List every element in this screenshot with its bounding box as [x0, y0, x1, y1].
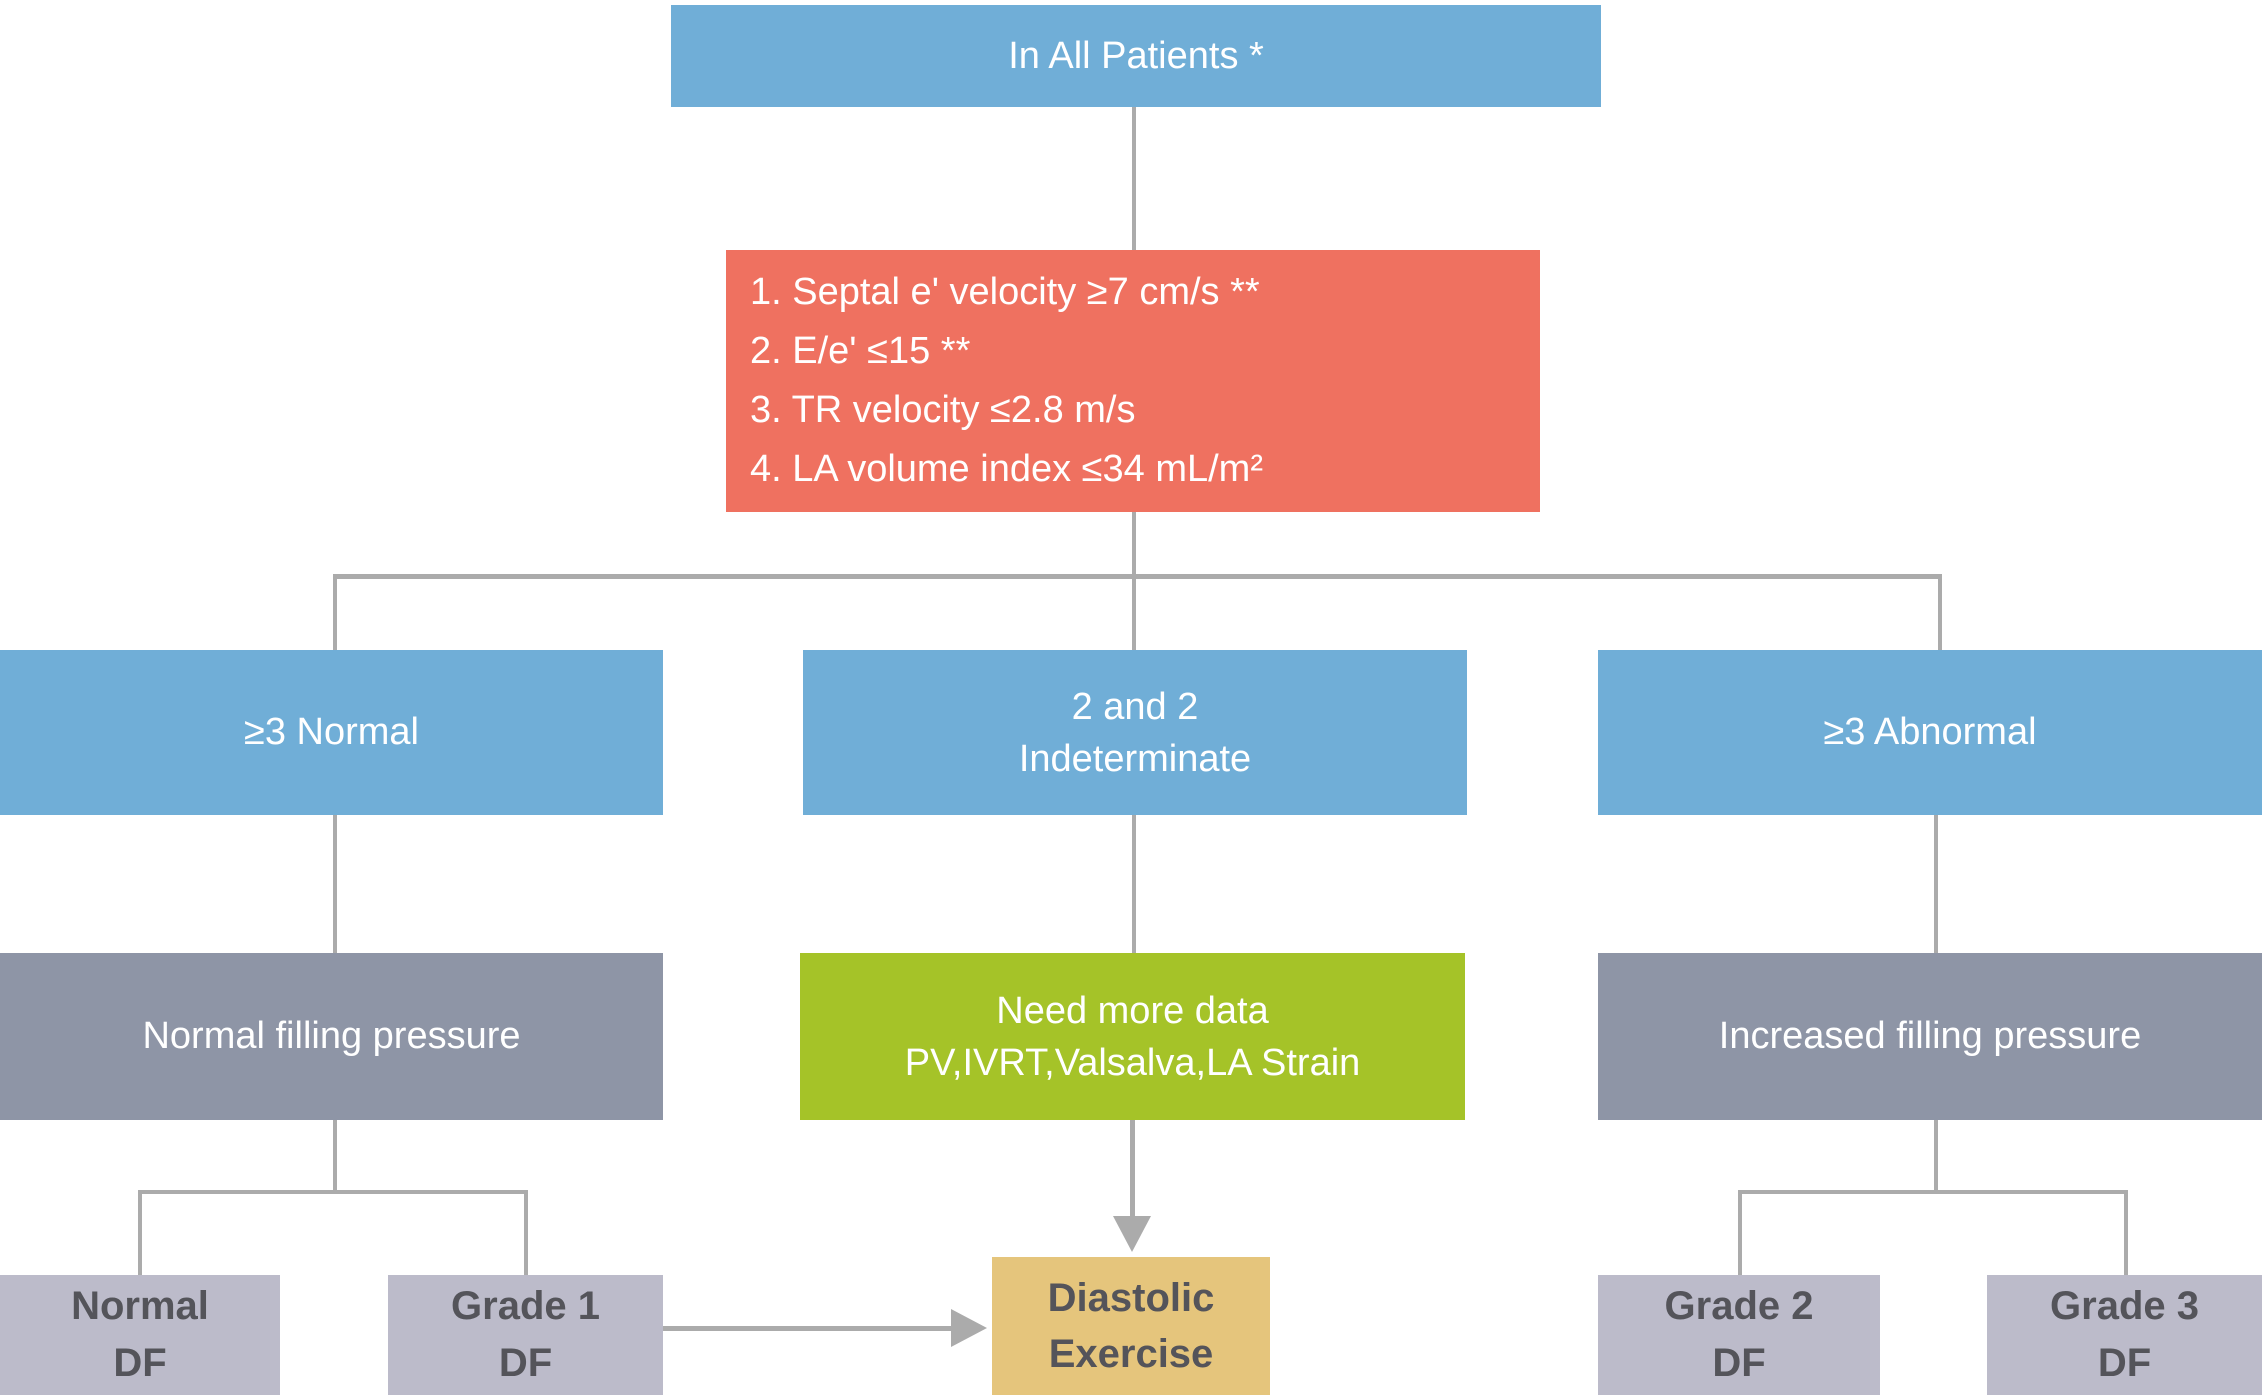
node-need-more-data: Need more data PV,IVRT,Valsalva,LA Strai…: [800, 953, 1465, 1120]
connector-left-horizontal: [138, 1190, 528, 1194]
node-grade1-df: Grade 1 DF: [388, 1275, 663, 1395]
connector-left-stem: [333, 1120, 337, 1194]
connector-split-horizontal: [333, 574, 1942, 579]
node-grade2-df: Grade 2 DF: [1598, 1275, 1880, 1395]
criteria-line-2: 2. E/e' ≤15 **: [750, 330, 971, 372]
criteria-line-1: 1. Septal e' velocity ≥7 cm/s **: [750, 271, 1260, 313]
connector-split-right: [1938, 574, 1942, 650]
node-ge3-abnormal: ≥3 Abnormal: [1598, 650, 2262, 815]
connector-right-horizontal: [1738, 1190, 2128, 1194]
node-increased-filling-pressure: Increased filling pressure: [1598, 953, 2262, 1120]
node-grade3-df: Grade 3 DF: [1987, 1275, 2262, 1395]
connector-root-criteria: [1132, 107, 1136, 252]
node-normal-filling-pressure: Normal filling pressure: [0, 953, 663, 1120]
node-in-all-patients: In All Patients *: [671, 5, 1601, 107]
connector-criteria-split: [1132, 512, 1136, 578]
connector-indeterminate-assessment: [1132, 815, 1136, 953]
connector-normal-df: [138, 1190, 142, 1275]
node-normal-df: Normal DF: [0, 1275, 280, 1395]
connector-grade1-diastolic-shaft: [663, 1326, 953, 1331]
connector-split-left: [333, 574, 337, 650]
arrow-down-icon: [1113, 1216, 1151, 1252]
connector-grade1-df: [524, 1190, 528, 1275]
connector-split-center: [1132, 574, 1136, 650]
node-criteria: 1. Septal e' velocity ≥7 cm/s ** 2. E/e'…: [726, 250, 1540, 512]
connector-normal-assessment: [333, 815, 337, 953]
node-diastolic-exercise: Diastolic Exercise: [992, 1257, 1270, 1395]
connector-grade3-df: [2124, 1190, 2128, 1275]
arrow-right-icon: [951, 1309, 987, 1347]
node-ge3-normal: ≥3 Normal: [0, 650, 663, 815]
node-2and2-indeterminate: 2 and 2 Indeterminate: [803, 650, 1467, 815]
connector-diastolic-shaft: [1130, 1120, 1135, 1218]
connector-abnormal-assessment: [1934, 815, 1938, 953]
criteria-line-3: 3. TR velocity ≤2.8 m/s: [750, 389, 1136, 431]
connector-grade2-df: [1738, 1190, 1742, 1275]
criteria-line-4: 4. LA volume index ≤34 mL/m²: [750, 448, 1263, 490]
connector-right-stem: [1934, 1120, 1938, 1194]
